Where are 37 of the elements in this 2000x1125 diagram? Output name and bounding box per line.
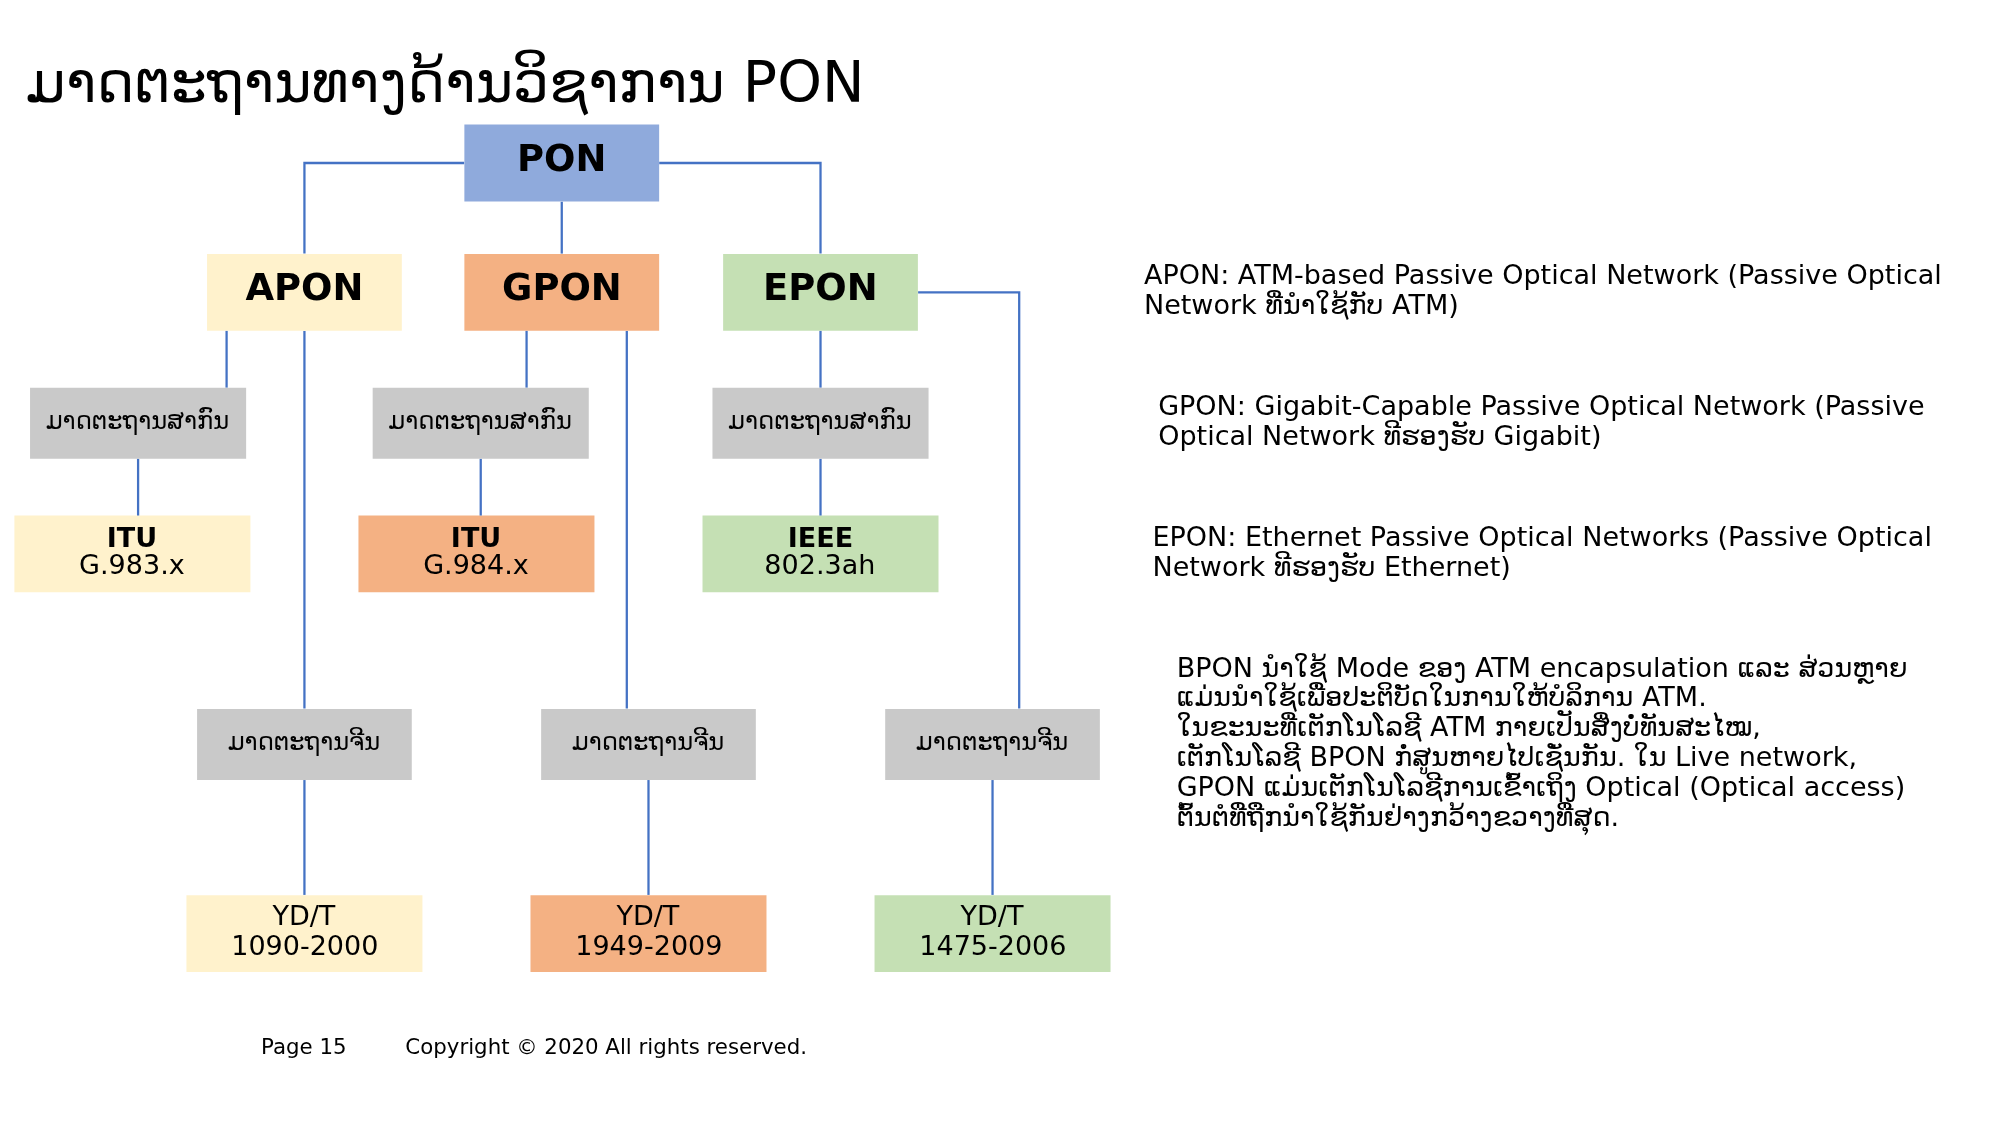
node-box: ມາດຕະຖານສາກົນ xyxy=(372,387,589,459)
connector xyxy=(560,201,563,254)
node-box: YD/T 1090-2000 xyxy=(186,895,423,972)
connector xyxy=(819,458,822,516)
node-box: YD/T 1475-2006 xyxy=(874,895,1111,972)
connector xyxy=(303,330,306,709)
label: APON: ATM-based Passive Optical Network (Passive Optical Network ທີ່ນຳໃຊ້ກັບ ATM) xyxy=(1143,259,1942,320)
label: EPON: Ethernet Passive Optical Networks (Passive Optical Network ທີຮອງຮັບ Ethernet) xyxy=(1152,520,1932,582)
node-box: ມາດຕະຖານສາກົນ xyxy=(30,387,247,459)
label: Copyright © 2020 All rights reserved. xyxy=(405,1033,807,1059)
diagram-title: ມາດຕະຖານທາງດ້ານວິຊາການ PON xyxy=(25,48,865,115)
node-box: ມາດຕະຖານສາກົນ xyxy=(712,387,929,459)
connector xyxy=(303,161,465,254)
node-box: ITU G.984.x xyxy=(358,515,595,593)
connector xyxy=(136,458,140,516)
connector xyxy=(647,780,650,895)
connector xyxy=(918,291,1021,709)
node-box: GPON xyxy=(464,254,660,331)
node-box: APON xyxy=(207,254,402,331)
node-box: PON xyxy=(464,124,660,202)
connector xyxy=(479,458,482,516)
node-box: YD/T 1949-2009 xyxy=(530,895,767,972)
connector xyxy=(625,330,628,709)
connector xyxy=(303,780,306,895)
node-box: ມາດຕະຖານຈີນ xyxy=(885,708,1100,780)
connector xyxy=(525,330,528,388)
connector xyxy=(225,330,228,388)
label: GPON: Gigabit-Capable Passive Optical Network (Passive Optical Network ທີຮອງຮັບ Gigabit) xyxy=(1158,389,1925,451)
connector xyxy=(991,780,994,895)
node-box: ITU G.983.x xyxy=(14,515,251,593)
label: Page 15 xyxy=(261,1033,347,1059)
node-box: ມາດຕະຖານຈີນ xyxy=(541,708,756,780)
node-box: EPON xyxy=(723,254,918,331)
node-box: ມາດຕະຖານຈີນ xyxy=(197,708,412,780)
connector xyxy=(659,161,822,254)
connector xyxy=(819,330,822,388)
node-box: IEEE 802.3ah xyxy=(702,515,939,593)
